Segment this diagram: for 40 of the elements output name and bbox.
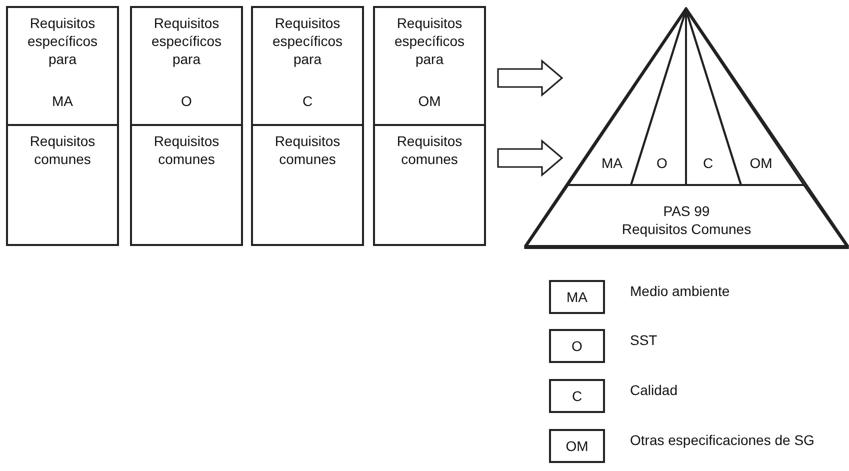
requirements-cell (6, 6, 119, 126)
key-description: Calidad (630, 381, 678, 399)
legend-key-box (549, 429, 605, 463)
key-code: OM (564, 437, 590, 455)
segment-label: MA (600, 154, 624, 172)
cell-text: Requisitos específicos para (26, 14, 99, 68)
cell-text: Requisitos comunes (152, 132, 220, 168)
requirements-cell (373, 124, 486, 246)
key-description: Medio ambiente (630, 282, 730, 300)
requirements-cell (373, 6, 486, 126)
legend-key-box (549, 329, 605, 363)
cell-code: OM (417, 92, 442, 110)
legend-key-box (549, 379, 605, 413)
cell-text: Requisitos específicos para (393, 14, 466, 68)
requirements-cell (251, 124, 364, 246)
cell-code: C (301, 92, 314, 110)
key-description: Otras especificaciones de SG (630, 431, 814, 449)
key-code: O (570, 337, 584, 355)
legend-key-box (549, 280, 605, 314)
requirements-cell (130, 124, 243, 246)
key-code: C (570, 387, 584, 405)
key-description: SST (630, 331, 658, 349)
requirements-cell (251, 6, 364, 126)
requirements-cell (130, 6, 243, 126)
cell-code: O (180, 92, 193, 110)
segment-label: OM (748, 154, 774, 172)
key-code: MA (566, 288, 588, 306)
base-text: Requisitos Comunes (620, 220, 752, 238)
cell-text: Requisitos comunes (28, 132, 96, 168)
cell-text: Requisitos comunes (396, 132, 464, 168)
cell-text: Requisitos comunes (274, 132, 342, 168)
cell-text: Requisitos específicos para (271, 14, 344, 68)
cell-code: MA (51, 92, 74, 110)
cell-text: Requisitos específicos para (150, 14, 223, 68)
segment-label: C (702, 154, 714, 172)
requirements-cell (6, 124, 119, 246)
block-arrow (497, 59, 564, 97)
block-arrow (497, 139, 564, 177)
base-title: PAS 99 (662, 202, 711, 220)
segment-label: O (656, 154, 668, 172)
